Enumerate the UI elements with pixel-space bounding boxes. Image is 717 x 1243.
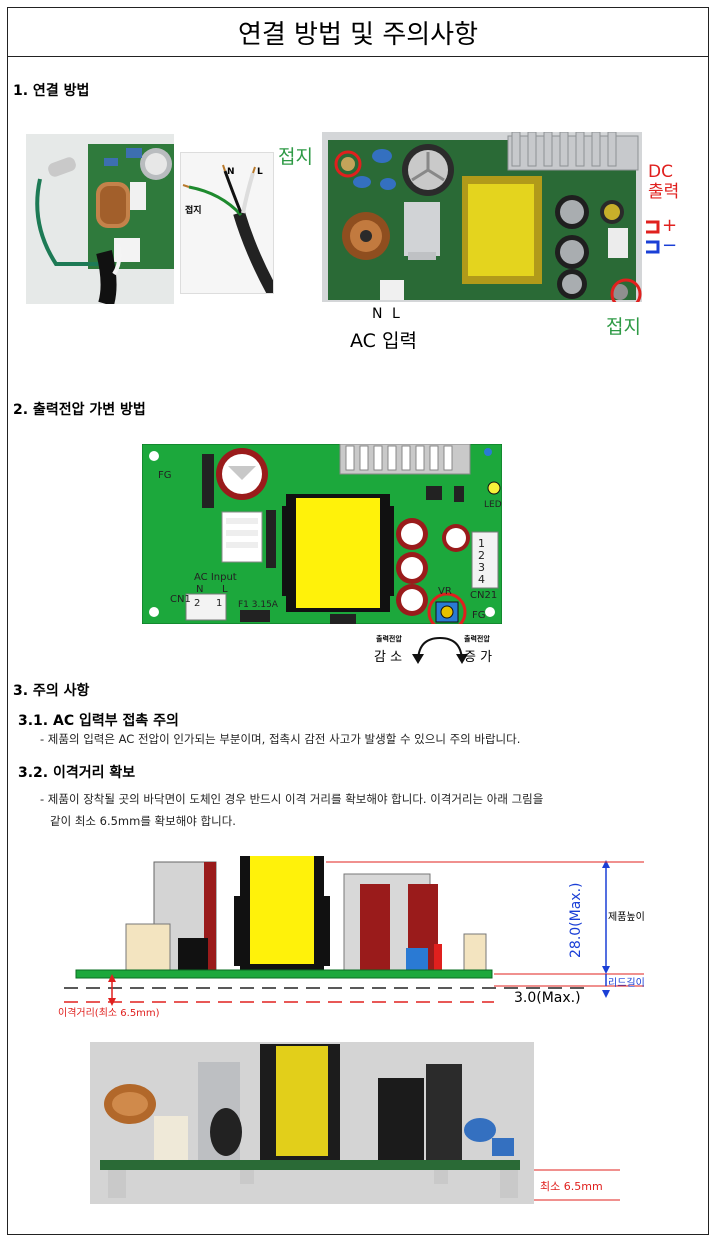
cable-n-label: N <box>227 167 235 177</box>
lead-value-label: 3.0(Max.) <box>514 990 581 1006</box>
subsection-3-1-text: - 제품의 입력은 AC 전압이 인가되는 부분이며, 접촉시 감전 사고가 발… <box>40 732 521 746</box>
subsection-3-2-text-line1: - 제품이 장착될 곳의 바닥면이 도체인 경우 반드시 이격 거리를 확보해야… <box>40 792 544 806</box>
decrease-label: 감 소 <box>374 650 403 665</box>
fuse-label: F1 3.15A <box>238 600 278 610</box>
lead-label: 리드길이 <box>608 978 645 989</box>
height-value-label: 28.0(Max.) <box>568 882 584 959</box>
cn21-pin-3: 3 <box>478 561 485 574</box>
ac-input-label-pcb: AC Input <box>194 572 237 583</box>
ground-label-bottom: 접지 <box>606 316 641 338</box>
min-clearance-marker <box>534 1169 620 1201</box>
height-label: 제품높이 <box>608 912 645 923</box>
n-pin-label: N <box>196 584 204 595</box>
cable-ground-label: 접지 <box>185 206 202 216</box>
page-title: 연결 방법 및 주의사항 <box>8 8 708 57</box>
section-1-heading: 1. 연결 방법 <box>13 83 90 99</box>
dc-output-label-line2: 출력 <box>648 182 680 202</box>
cn21-pin-4: 4 <box>478 573 485 586</box>
pcb-diagram: FG LED AC Input N L CN1 2 1 F1 3.15A VR … <box>141 443 503 632</box>
led-label: LED <box>484 500 502 510</box>
cn21-pin-1: 1 <box>478 537 485 550</box>
cable-l-label: L <box>257 167 263 177</box>
wired-board-photo <box>26 134 174 304</box>
dc-plus-label: + <box>662 215 678 236</box>
board-top-photo <box>322 132 642 302</box>
document-page: 연결 방법 및 주의사항 1. 연결 방법 <box>7 7 709 1235</box>
cable-photo: 접지 N L <box>180 152 274 294</box>
cn1-pin1-label: 1 <box>216 598 223 609</box>
increase-small-label: 출력전압 <box>464 635 490 643</box>
subsection-3-2-heading: 3.2. 이격거리 확보 <box>18 765 136 781</box>
ground-label-top: 접지 <box>278 146 313 168</box>
subsection-3-2-text-line2: 같이 최소 6.5mm를 확보해야 합니다. <box>50 814 236 828</box>
section-2-heading: 2. 출력전압 가변 방법 <box>13 402 146 418</box>
rotation-arrow-icon <box>412 636 468 664</box>
clearance-label: 이격거리(최소 6.5mm) <box>58 1008 160 1019</box>
dc-output-label-line1: DC <box>648 162 673 182</box>
side-view-photo <box>90 1042 534 1204</box>
decrease-small-label: 출력전압 <box>376 635 402 643</box>
fg-bottom-label: FG <box>472 610 486 621</box>
increase-label: 증 가 <box>464 650 493 665</box>
side-view-diagram <box>64 850 664 1030</box>
cn1-pin2-label: 2 <box>194 598 201 609</box>
section-3-heading: 3. 주의 사항 <box>13 683 90 699</box>
dc-minus-label: − <box>662 235 678 256</box>
cn21-label: CN21 <box>470 590 498 601</box>
photo-min-label: 최소 6.5mm <box>540 1180 603 1193</box>
subsection-3-1-heading: 3.1. AC 입력부 접촉 주의 <box>18 713 179 729</box>
l-pin-label: L <box>222 584 228 595</box>
ac-input-label: AC 입력 <box>350 330 417 352</box>
fg-top-label: FG <box>158 470 172 481</box>
vr-label: VR <box>438 586 452 597</box>
ac-n-label: N <box>372 306 383 322</box>
cn21-pin-2: 2 <box>478 549 485 562</box>
ac-l-label: L <box>392 306 400 322</box>
dc-terminal-markers <box>646 220 660 254</box>
cn1-label: CN1 <box>170 594 191 605</box>
